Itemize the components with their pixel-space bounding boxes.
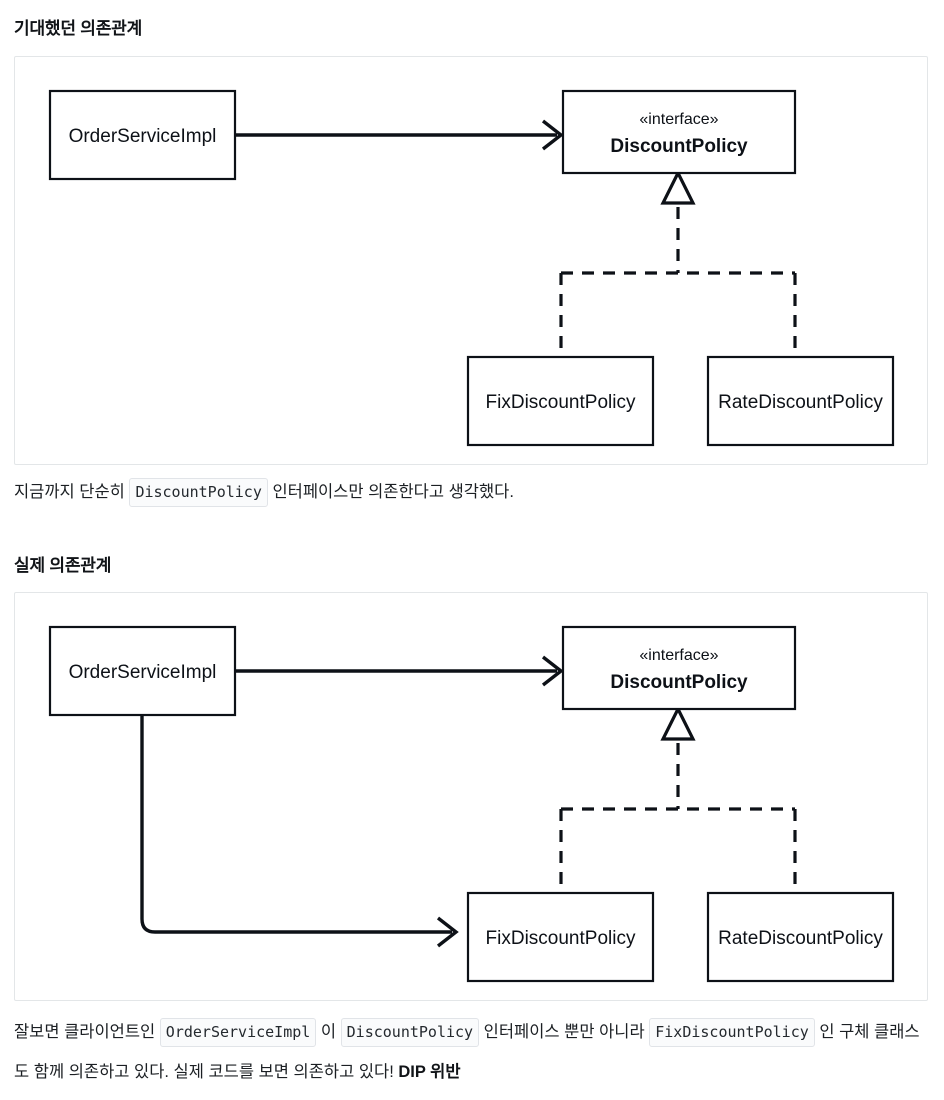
node-discount-policy-rect — [561, 89, 797, 175]
caption-actual: 잘보면 클라이언트인 OrderServiceImpl 이 DiscountPo… — [14, 1012, 934, 1092]
edge-client-to-interface-arrowhead-2 — [541, 655, 564, 687]
inline-code-discount-policy: DiscountPolicy — [129, 478, 268, 507]
caption-expected: 지금까지 단순히 DiscountPolicy 인터페이스만 의존한다고 생각했… — [14, 472, 934, 512]
node-rate-discount-policy-rect-2 — [706, 891, 895, 983]
node-discount-policy-label: DiscountPolicy — [610, 136, 748, 157]
node-order-service-impl-label: OrderServiceImpl — [69, 126, 217, 147]
node-rate-discount-policy-label: RateDiscountPolicy — [718, 392, 883, 413]
uml-diagram-actual-dependency: OrderServiceImpl «interface» DiscountPol… — [14, 592, 928, 1001]
node-discount-policy-stereotype: «interface» — [639, 111, 718, 128]
edge-client-to-fix-arrowhead — [436, 916, 459, 948]
caption2-emphasis-dip-violation: DIP 위반 — [398, 1063, 461, 1081]
inline-code-fix-discount-policy: FixDiscountPolicy — [649, 1018, 815, 1047]
node-order-service-impl-2: OrderServiceImpl — [48, 625, 237, 717]
node-rate-discount-policy: RateDiscountPolicy — [706, 355, 895, 447]
node-discount-policy-rect-2 — [561, 625, 797, 711]
node-rate-discount-policy-rect — [706, 355, 895, 447]
node-rate-discount-policy-2: RateDiscountPolicy — [706, 891, 895, 983]
uml-svg-expected: OrderServiceImpl «interface» DiscountPol… — [48, 89, 895, 447]
caption2-text-part-4: 인 구체 클래스도 함께 의존하고 있다. 실제 코드를 보면 의존하고 있다! — [14, 1023, 920, 1081]
node-discount-policy-stereotype-2: «interface» — [639, 647, 718, 664]
node-rate-discount-policy-label-2: RateDiscountPolicy — [718, 928, 883, 949]
caption-text-part-1: 지금까지 단순히 — [14, 483, 130, 501]
realization-hollow-triangle — [660, 169, 696, 205]
node-order-service-impl: OrderServiceImpl — [48, 89, 237, 181]
node-fix-discount-policy-rect-2 — [466, 891, 655, 983]
node-fix-discount-policy-label-2: FixDiscountPolicy — [486, 928, 636, 949]
node-discount-policy-label-2: DiscountPolicy — [610, 672, 748, 693]
node-fix-discount-policy-rect — [466, 355, 655, 447]
node-fix-discount-policy: FixDiscountPolicy — [466, 355, 655, 447]
node-fix-discount-policy-2: FixDiscountPolicy — [466, 891, 655, 983]
inline-code-order-service-impl: OrderServiceImpl — [159, 1018, 317, 1047]
node-fix-discount-policy-label: FixDiscountPolicy — [486, 392, 636, 413]
caption2-text-part-1: 잘보면 클라이언트인 — [14, 1023, 160, 1041]
caption-text-part-2: 인터페이스만 의존한다고 생각했다. — [267, 483, 514, 501]
node-order-service-impl-rect-2 — [48, 625, 237, 717]
node-order-service-impl-label-2: OrderServiceImpl — [69, 662, 217, 683]
node-discount-policy-interface-2: «interface» DiscountPolicy — [561, 625, 797, 711]
realization-hollow-triangle-2 — [660, 705, 696, 741]
edge-client-to-fix-elbow-line — [140, 715, 452, 934]
caption2-text-part-3: 인터페이스 뿐만 아니라 — [479, 1023, 650, 1041]
section-heading-expected: 기대했던 의존관계 — [14, 19, 143, 38]
uml-svg-actual: OrderServiceImpl «interface» DiscountPol… — [48, 625, 895, 983]
section-heading-actual: 실제 의존관계 — [14, 556, 112, 575]
uml-diagram-expected-dependency: OrderServiceImpl «interface» DiscountPol… — [14, 56, 928, 465]
node-order-service-impl-rect — [48, 89, 237, 181]
inline-code-discount-policy-2: DiscountPolicy — [340, 1018, 480, 1047]
caption2-text-part-2: 이 — [316, 1023, 341, 1041]
edge-client-to-interface-arrowhead — [541, 119, 564, 151]
node-discount-policy-interface: «interface» DiscountPolicy — [561, 89, 797, 175]
